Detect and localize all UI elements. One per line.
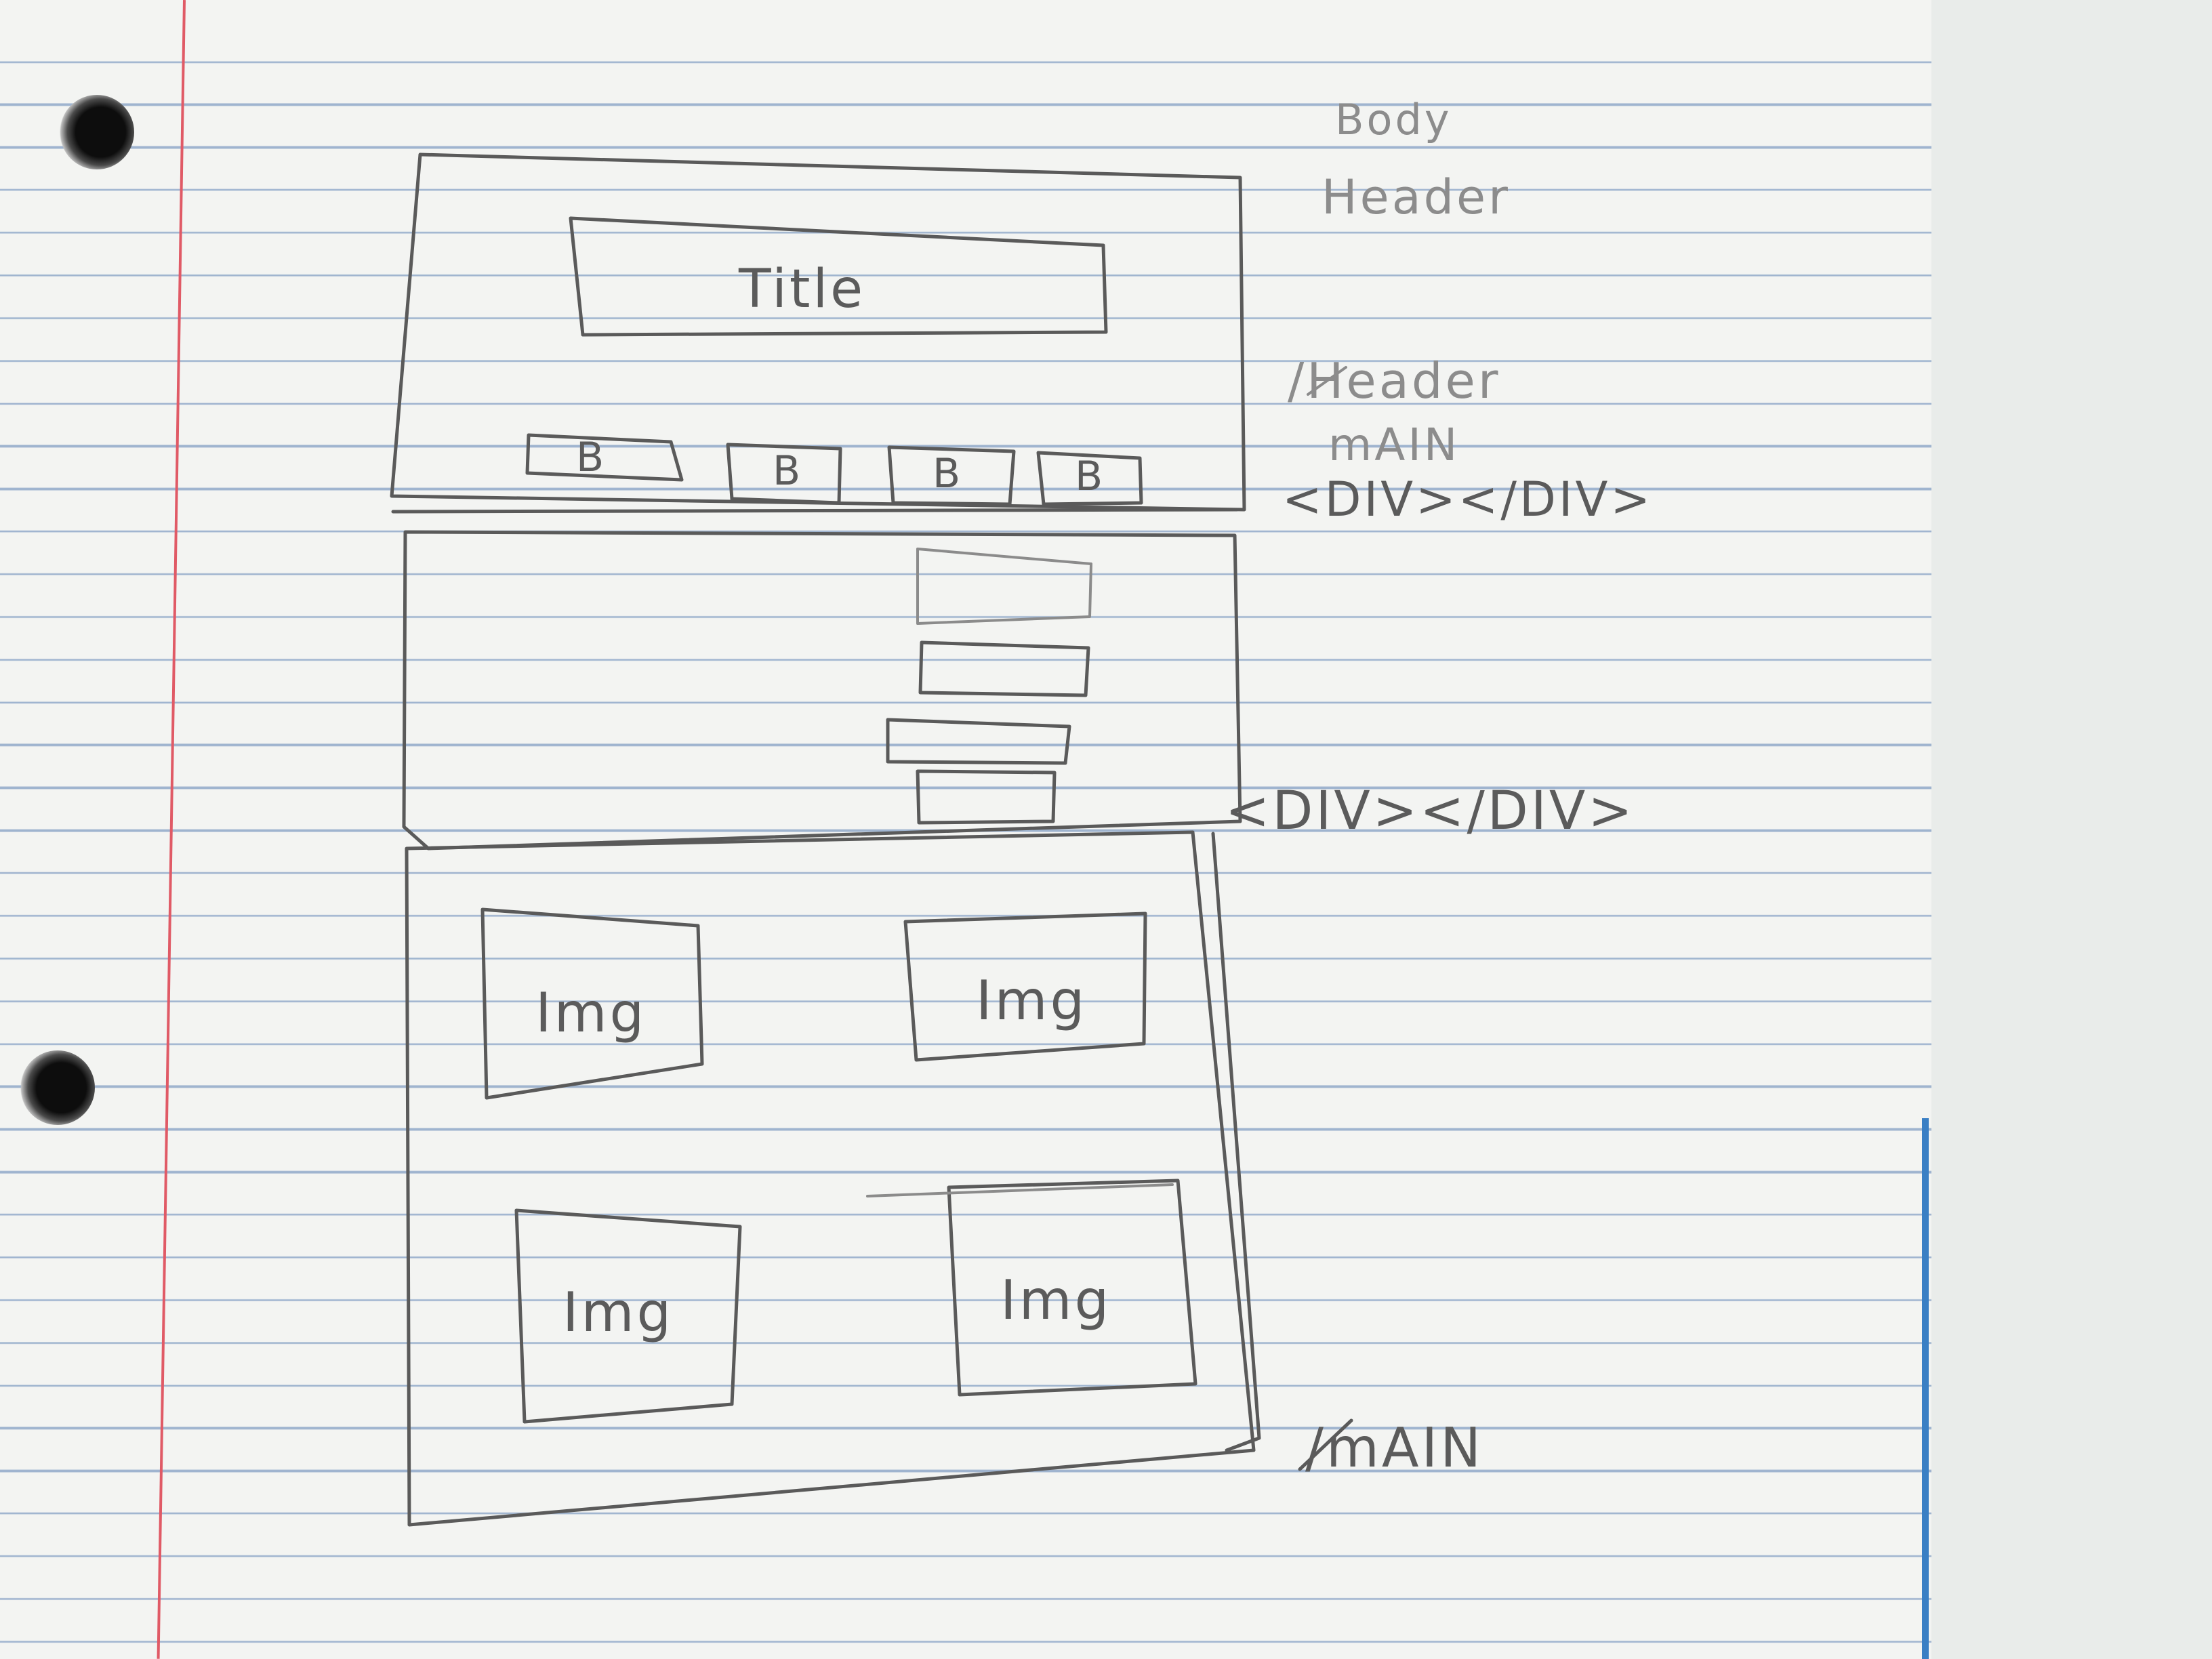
main-close-slash	[1298, 1418, 1353, 1471]
note-main-open: mAIN	[1328, 419, 1460, 471]
stack-box-4	[916, 769, 1057, 825]
button-label-4: B	[1075, 453, 1106, 500]
stack-box-1	[916, 548, 1092, 625]
image-box-3	[514, 1208, 742, 1424]
punch-hole-top	[60, 95, 134, 169]
button-box-2	[726, 443, 842, 505]
punch-hole-middle	[20, 1050, 95, 1125]
stack-box-3	[886, 718, 1071, 765]
note-div-pair-1: <DIV></DIV>	[1282, 472, 1654, 527]
image-label-2: Img	[976, 969, 1088, 1032]
paper-edge	[1922, 1118, 1929, 1659]
note-main-close: /mAIN	[1305, 1416, 1484, 1479]
note-body: Body	[1335, 95, 1452, 144]
button-box-4	[1036, 451, 1143, 506]
image-box-2	[903, 912, 1147, 1062]
note-div-pair-2: <DIV></DIV>	[1225, 781, 1635, 842]
button-label-2: B	[773, 447, 804, 495]
image-section-side	[1211, 832, 1261, 1452]
header-divider	[391, 508, 1239, 514]
image-box-4-extra-line	[866, 1183, 1174, 1197]
image-label-4: Img	[1000, 1269, 1112, 1332]
button-box-3	[887, 445, 1016, 506]
image-label-1: Img	[535, 981, 647, 1044]
button-box-1	[525, 433, 684, 482]
middle-section-box	[402, 530, 1242, 851]
image-section-box	[405, 830, 1256, 1527]
image-box-1	[480, 907, 704, 1100]
stack-box-2	[918, 640, 1090, 697]
image-label-3: Img	[562, 1281, 674, 1344]
button-label-3: B	[933, 450, 964, 497]
note-header-close: /Header	[1288, 352, 1501, 409]
image-box-4	[947, 1179, 1197, 1397]
button-label-1: B	[576, 434, 607, 481]
note-header-open: Header	[1322, 169, 1511, 225]
header-section-box	[390, 152, 1246, 512]
title-box	[569, 216, 1108, 337]
header-close-slash	[1307, 366, 1347, 396]
title-label: Title	[739, 259, 866, 320]
